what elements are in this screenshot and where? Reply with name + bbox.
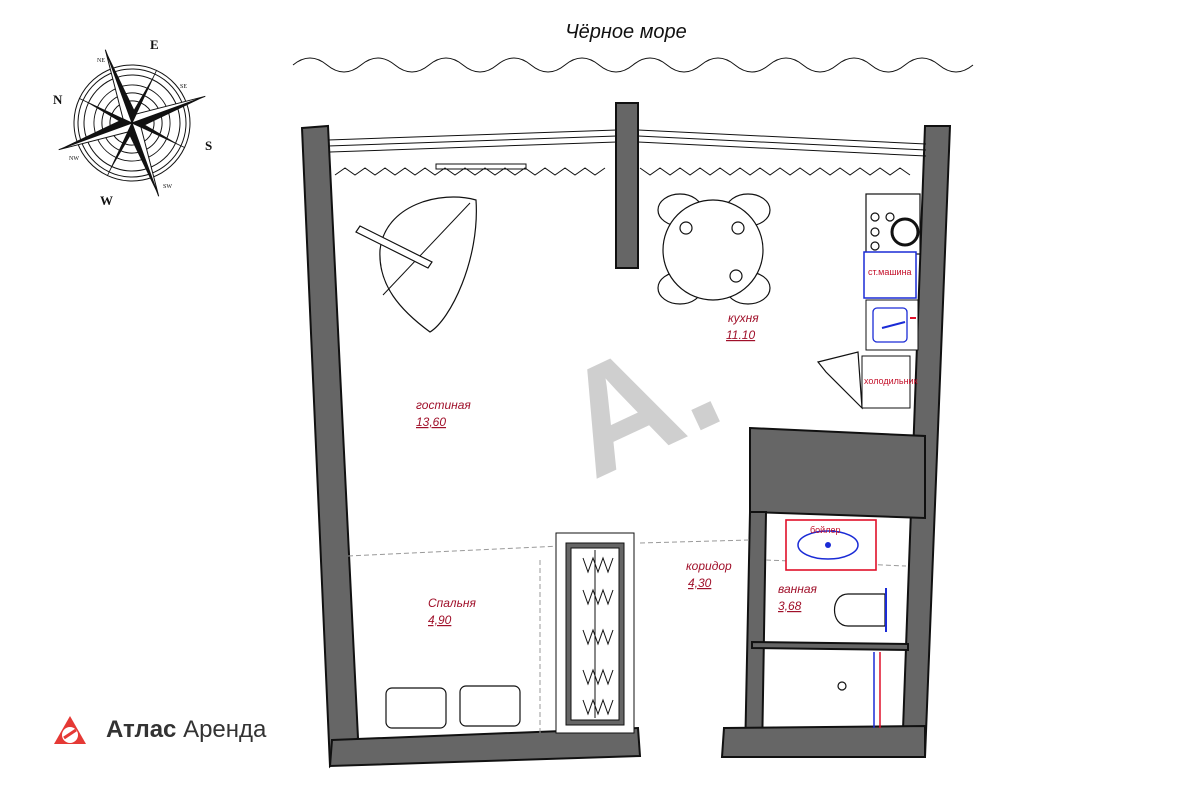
- boiler: [785, 519, 877, 571]
- dining-table: [657, 193, 771, 305]
- compass-nw: NW: [69, 156, 79, 162]
- svg-text:ванная: ванная: [778, 582, 818, 596]
- compass-n: N: [53, 92, 63, 107]
- svg-text:A.: A.: [536, 294, 743, 510]
- compass-se: SE: [180, 84, 187, 90]
- kitchen-sink: [865, 299, 919, 351]
- zone-lines: [347, 539, 907, 735]
- sea-label: Чёрное море: [565, 21, 687, 43]
- room-bedroom: Спальня 4,90: [428, 596, 476, 627]
- brand-name: Атлас Аренда: [106, 716, 266, 744]
- room-corridor: коридор 4,30: [686, 559, 732, 590]
- window-glazing: [327, 129, 927, 176]
- compass-e: E: [150, 37, 159, 52]
- svg-text:13,60: 13,60: [416, 415, 446, 429]
- compass-rose: [58, 49, 206, 197]
- svg-text:коридор: коридор: [686, 559, 732, 573]
- floor-lamp: [355, 196, 477, 333]
- compass-ne: NE: [97, 58, 105, 64]
- wardrobe: [555, 532, 635, 734]
- kitchen-counter: [865, 193, 921, 255]
- compass-s: S: [205, 138, 212, 153]
- svg-text:гостиная: гостиная: [416, 398, 471, 412]
- watermark: A.: [536, 294, 743, 510]
- fridge-label: холодильник: [864, 376, 918, 386]
- washing-machine: [863, 251, 917, 299]
- svg-text:кухня: кухня: [728, 311, 759, 325]
- atlas-logo-icon: [54, 716, 86, 744]
- svg-text:4,30: 4,30: [688, 576, 712, 590]
- room-bathroom: ванная 3,68: [778, 582, 818, 613]
- washing-machine-label: ст.машина: [868, 267, 912, 277]
- shower: [837, 652, 881, 728]
- brand-bold: Атлас: [106, 716, 177, 743]
- compass-w: W: [100, 193, 113, 208]
- room-living: гостиная 13,60: [416, 398, 471, 429]
- svg-text:3,68: 3,68: [778, 599, 802, 613]
- svg-text:Спальня: Спальня: [428, 596, 476, 610]
- boiler-label: бойлер: [810, 525, 840, 535]
- svg-text:4,90: 4,90: [428, 613, 452, 627]
- bed-pillows: [385, 685, 521, 729]
- fridge: [816, 351, 911, 410]
- sea-waves: [292, 57, 974, 73]
- brand-regular: Аренда: [183, 716, 267, 743]
- walls: [300, 102, 952, 769]
- compass-sw: SW: [163, 184, 172, 190]
- toilet: [834, 588, 887, 632]
- svg-text:11.10: 11.10: [726, 328, 755, 342]
- room-kitchen: кухня 11.10: [726, 311, 759, 342]
